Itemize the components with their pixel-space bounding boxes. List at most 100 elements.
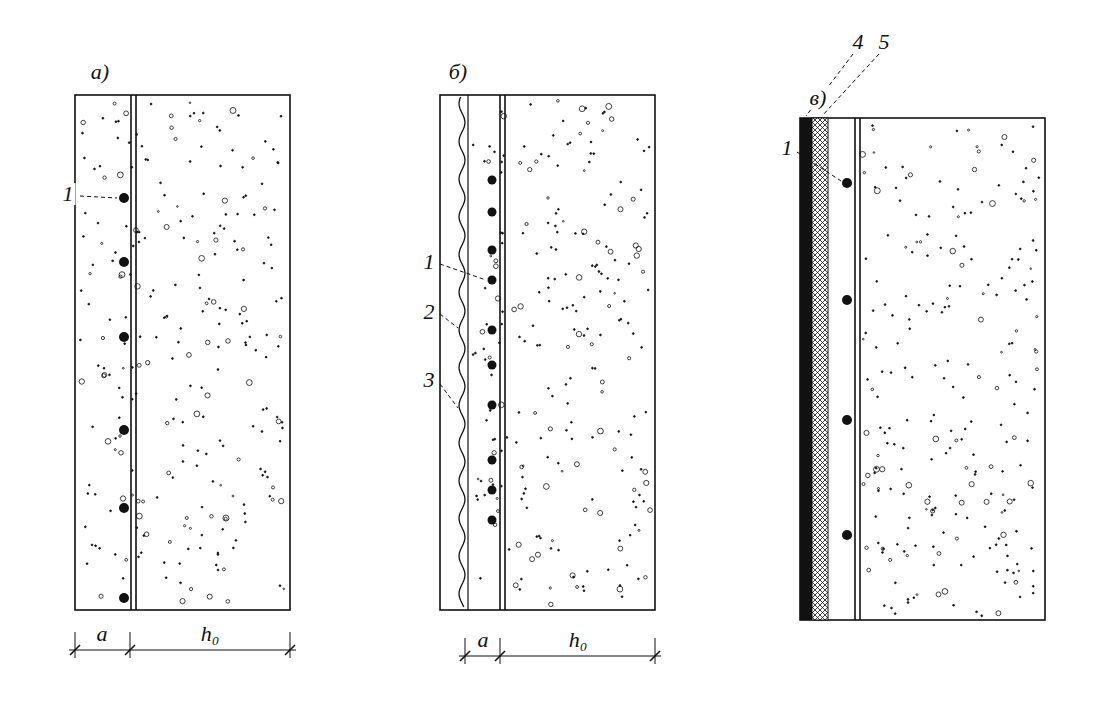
aggregate-dot	[598, 271, 600, 273]
panel-c	[797, 54, 1045, 620]
leader-line	[440, 384, 458, 408]
aggregate-dot	[264, 471, 266, 473]
aggregate-dot	[255, 349, 257, 351]
aggregate-dot	[1002, 134, 1007, 139]
aggregate-dot	[554, 278, 556, 280]
leader-line	[806, 54, 853, 116]
aggregate-dot	[279, 499, 284, 504]
aggregate-dot	[237, 213, 239, 215]
aggregate-dot	[279, 440, 281, 442]
aggregate-dot	[619, 585, 621, 587]
aggregate-dot	[863, 171, 865, 173]
aggregate-dot	[928, 216, 930, 218]
aggregate-dot	[955, 537, 958, 540]
aggregate-dot	[620, 181, 622, 183]
aggregate-dot	[932, 509, 934, 511]
aggregate-dot	[1007, 499, 1012, 504]
aggregate-dot	[230, 107, 236, 113]
aggregate-dot	[189, 102, 191, 104]
aggregate-dot	[211, 300, 216, 305]
aggregate-dot	[488, 356, 491, 359]
aggregate-dot	[960, 564, 962, 566]
aggregate-dot	[583, 170, 585, 172]
rebar-section	[842, 415, 852, 425]
aggregate-dot	[201, 534, 203, 536]
aggregate-dot	[205, 302, 208, 305]
aggregate-dot	[237, 458, 240, 461]
aggregate-dot	[881, 547, 884, 550]
rebar-section	[119, 332, 129, 342]
panel-letter: в)	[808, 87, 829, 109]
aggregate-dot	[239, 313, 241, 315]
aggregate-dot	[82, 132, 84, 134]
aggregate-dot	[628, 357, 631, 360]
aggregate-dot	[172, 477, 174, 479]
aggregate-dot	[875, 516, 877, 518]
aggregate-dot	[873, 152, 875, 154]
extension-line	[130, 632, 131, 658]
aggregate-dot	[906, 554, 908, 556]
aggregate-dot	[601, 273, 603, 275]
aggregate-dot	[1035, 368, 1038, 371]
aggregate-dot	[567, 143, 569, 145]
aggregate-dot	[548, 155, 550, 157]
aggregate-dot	[613, 448, 616, 451]
rebar-line	[130, 95, 132, 610]
aggregate-dot	[484, 160, 486, 162]
aggregate-dot	[138, 556, 140, 558]
aggregate-dot	[92, 264, 94, 266]
aggregate-dot	[894, 582, 896, 584]
aggregate-dot	[1014, 580, 1018, 584]
aggregate-dot	[633, 243, 638, 248]
aggregate-dot	[877, 542, 879, 544]
aggregate-dot	[262, 474, 264, 476]
aggregate-dot	[872, 310, 874, 312]
aggregate-dot	[497, 510, 500, 513]
aggregate-dot	[906, 482, 912, 488]
aggregate-dot	[643, 500, 645, 502]
aggregate-dot	[974, 474, 976, 476]
aggregate-dot	[555, 225, 557, 227]
callout-number: 5	[877, 31, 892, 53]
aggregate-dot	[534, 412, 537, 415]
aggregate-dot	[927, 234, 929, 236]
aggregate-dot	[594, 266, 596, 268]
aggregate-dot	[232, 547, 234, 549]
aggregate-dot	[959, 285, 961, 287]
aggregate-dot	[483, 348, 485, 350]
aggregate-dot	[220, 165, 222, 167]
aggregate-dot	[526, 507, 528, 509]
aggregate-dot	[523, 493, 525, 495]
aggregate-dot	[1015, 330, 1017, 332]
aggregate-dot	[519, 161, 522, 164]
aggregate-dot	[976, 146, 978, 148]
aggregate-dot	[480, 329, 485, 334]
aggregate-dot	[523, 146, 525, 148]
aggregate-dot	[908, 173, 912, 177]
aggregate-dot	[263, 207, 266, 210]
aggregate-dot	[253, 214, 255, 216]
aggregate-dot	[933, 436, 939, 442]
aggregate-dot	[933, 414, 935, 416]
aggregate-dot	[102, 372, 107, 377]
aggregate-dot	[565, 384, 567, 386]
aggregate-dot	[114, 554, 116, 556]
aggregate-dot	[243, 196, 245, 198]
aggregate-dot	[911, 251, 913, 253]
aggregate-dot	[927, 255, 929, 257]
aggregate-dot	[1004, 510, 1006, 512]
rebar-section	[488, 486, 497, 495]
aggregate-dot	[182, 444, 184, 446]
aggregate-dot	[102, 117, 104, 119]
aggregate-dot	[1016, 530, 1018, 532]
aggregate-dot	[80, 290, 82, 292]
aggregate-dot	[548, 300, 550, 302]
aggregate-dot	[867, 568, 871, 572]
aggregate-dot	[899, 200, 901, 202]
aggregate-dot	[516, 542, 521, 547]
aggregate-dot	[647, 289, 649, 291]
aggregate-dot	[95, 545, 97, 547]
aggregate-dot	[909, 328, 911, 330]
aggregate-dot	[1015, 381, 1017, 383]
aggregate-dot	[875, 467, 877, 469]
